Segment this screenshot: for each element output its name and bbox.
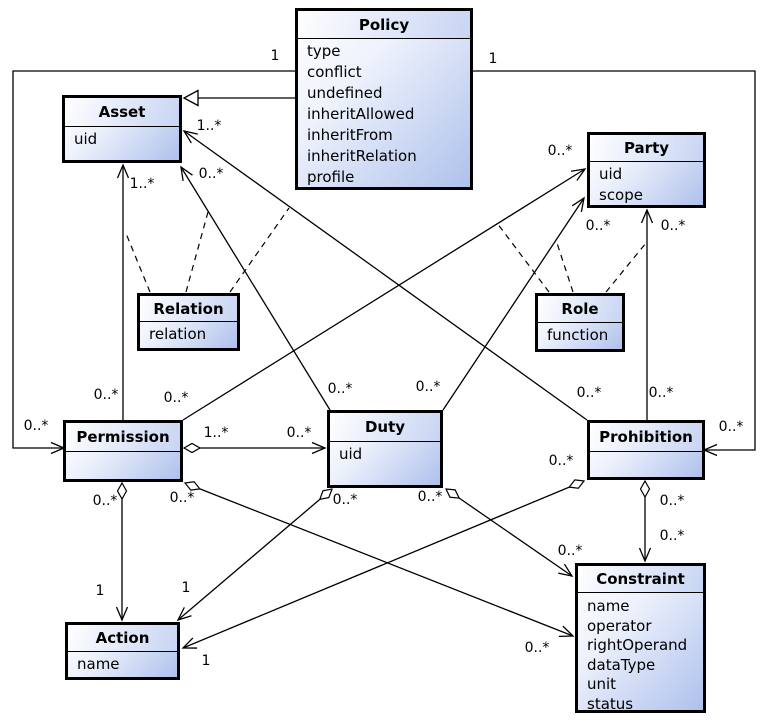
multiplicity-label: 0..* (198, 166, 224, 182)
class-attribute: dataType (587, 655, 656, 674)
edge-role-duty-party-dependency (555, 239, 574, 293)
multiplicity-label: 0..* (659, 528, 685, 544)
class-title: Asset (65, 98, 179, 127)
class-title: Permission (66, 423, 180, 452)
class-permission: Permission (63, 420, 183, 482)
multiplicity-label: 0..* (547, 143, 573, 159)
class-title: Duty (330, 413, 440, 442)
class-attribute: uid (599, 165, 623, 183)
class-constraint: Constraint name operator rightOperand da… (575, 563, 706, 713)
class-attribute: status (587, 694, 634, 713)
class-attributes: type conflict undefined inheritAllowed i… (298, 39, 470, 188)
multiplicity-label: 0..* (585, 218, 611, 234)
multiplicity-label: 0..* (332, 492, 358, 508)
class-attribute: inheritRelation (307, 147, 417, 165)
class-attribute: uid (339, 445, 363, 463)
edge-duty-action (178, 489, 332, 620)
class-attributes: name operator rightOperand dataType unit… (578, 593, 703, 714)
multiplicity-label: 0..* (417, 489, 443, 505)
class-prohibition: Prohibition (587, 420, 705, 480)
class-attributes: uid scope (590, 162, 703, 206)
multiplicity-label: 0..* (659, 493, 685, 509)
class-attribute: conflict (307, 63, 362, 81)
edge-relation-duty-asset-dependency (185, 211, 209, 293)
multiplicity-label: 0..* (648, 385, 674, 401)
class-title: Policy (298, 11, 470, 39)
class-title: Relation (140, 296, 237, 322)
multiplicity-label: 0..* (660, 218, 686, 234)
class-attribute: profile (307, 168, 355, 186)
multiplicity-label: 0..* (286, 425, 312, 441)
multiplicity-label: 0..* (169, 490, 195, 506)
class-action: Action name (65, 622, 180, 680)
class-title: Party (590, 135, 703, 162)
class-attributes (66, 452, 180, 454)
class-attributes: name (68, 652, 177, 675)
class-attributes (590, 452, 702, 454)
edge-permission-constraint (185, 483, 573, 636)
class-role: Role function (535, 293, 625, 352)
class-title: Constraint (578, 566, 703, 593)
class-title: Action (68, 625, 177, 652)
multiplicity-label: 0..* (163, 390, 189, 406)
class-attribute: uid (74, 130, 98, 148)
edge-policy-prohibition (473, 70, 756, 457)
multiplicity-label: 1 (181, 580, 191, 596)
class-attributes: uid (65, 127, 179, 150)
class-attribute: inheritAllowed (307, 105, 415, 123)
edge-duty-asset (180, 165, 331, 411)
edge-duty-party (442, 196, 585, 411)
class-attribute: relation (149, 325, 207, 343)
edge-role-prohibition-party-dependency (605, 242, 647, 293)
class-attributes: function (538, 323, 622, 346)
class-attribute: type (307, 42, 341, 60)
class-relation: Relation relation (137, 293, 240, 351)
edge-relation-prohibition-asset-dependency (229, 207, 290, 293)
multiplicity-label: 0..* (92, 493, 118, 509)
edge-prohibition-asset (182, 130, 588, 421)
multiplicity-label: 0..* (524, 640, 550, 656)
class-attributes: uid (330, 442, 440, 465)
multiplicity-label: 1..* (203, 425, 229, 441)
edge-role-permission-party-dependency (496, 222, 550, 293)
edge-duty-constraint (446, 489, 572, 576)
class-attribute: name (77, 655, 120, 673)
class-attribute: rightOperand (587, 636, 688, 654)
multiplicity-label: 0..* (718, 419, 744, 435)
class-duty: Duty uid (327, 410, 443, 488)
class-attribute: inheritFrom (307, 126, 393, 144)
multiplicity-label: 0..* (415, 379, 441, 395)
multiplicity-label: 0..* (548, 453, 574, 469)
edge-relation-permission-asset-dependency (124, 230, 151, 293)
multiplicity-label: 1..* (129, 176, 155, 192)
multiplicity-label: 0..* (557, 543, 583, 559)
class-attribute: function (547, 326, 609, 344)
class-title: Role (538, 296, 622, 323)
class-attribute: scope (599, 186, 643, 204)
edge-permission-party (182, 168, 587, 421)
multiplicity-label: 1..* (196, 118, 222, 134)
class-attributes: relation (140, 322, 237, 345)
edge-policy-permission (12, 70, 295, 455)
multiplicity-label: 0..* (327, 381, 353, 397)
multiplicity-label: 0..* (23, 418, 49, 434)
multiplicity-label: 1 (201, 653, 211, 669)
class-attribute: unit (587, 675, 617, 693)
multiplicity-label: 0..* (93, 387, 119, 403)
class-title: Prohibition (590, 423, 702, 452)
class-policy: Policy type conflict undefined inheritAl… (295, 8, 473, 190)
class-attribute: undefined (307, 84, 383, 102)
class-asset: Asset uid (62, 95, 182, 163)
multiplicity-label: 0..* (576, 385, 602, 401)
multiplicity-label: 1 (488, 51, 498, 67)
class-attribute: name (587, 597, 630, 615)
class-attribute: operator (587, 616, 652, 635)
class-party: Party uid scope (587, 132, 706, 208)
multiplicity-label: 1 (95, 583, 105, 599)
multiplicity-label: 1 (270, 48, 280, 64)
